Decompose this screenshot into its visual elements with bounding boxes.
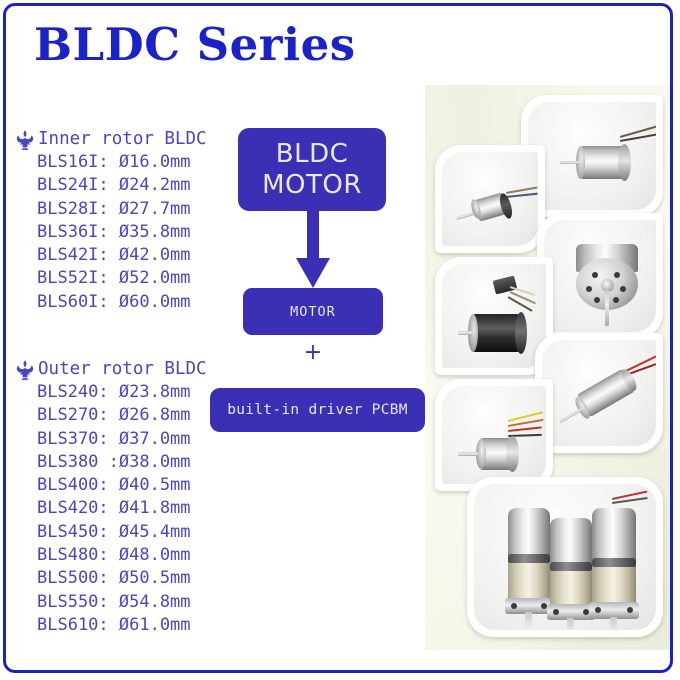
list-item: BLS240: Ø23.8mm — [37, 382, 191, 402]
list-item: BLS480: Ø48.0mm — [37, 545, 191, 566]
outer-rotor-heading-label: Outer rotor BLDC — [38, 359, 207, 379]
list-item: BLS380 :Ø38.0mm — [37, 451, 191, 472]
list-item: BLS16I: Ø16.0mm — [37, 152, 191, 172]
list-item: BLS60I: Ø60.0mm — [37, 291, 191, 312]
list-item: BLS500: Ø50.5mm — [37, 568, 191, 589]
bldc-motor-box-line1: BLDC — [275, 138, 349, 169]
bldc-motor-box-line2: MOTOR — [262, 169, 362, 200]
list-item: BLS550: Ø54.8mm — [37, 591, 191, 612]
motor-box-label: MOTOR — [290, 303, 336, 320]
product-flow-diagram: BLDC MOTOR MOTOR + built-in driver PCBM — [205, 128, 430, 438]
photo-card — [435, 379, 553, 491]
inner-rotor-heading: Inner rotor BLDC — [14, 128, 207, 151]
list-item: BLS420: Ø41.8mm — [37, 498, 191, 519]
photo-card — [435, 257, 553, 375]
three-planetary-gear-motors — [474, 484, 656, 630]
small-silver-coreless-motor — [442, 152, 538, 246]
list-item: BLS42I: Ø42.0mm — [37, 245, 191, 266]
list-item: BLS370: Ø37.0mm — [37, 428, 191, 449]
inner-rotor-list: BLS16I: Ø16.0mm BLS24I: Ø24.2mm BLS28I: … — [14, 151, 207, 314]
driver-pcbm-label: built-in driver PCBM — [227, 402, 408, 418]
fleur-de-lis-icon — [14, 359, 36, 381]
short-silver-motor-with-ribbon-wires — [442, 386, 546, 484]
list-item: BLS28I: Ø27.7mm — [37, 198, 191, 219]
photo-card — [435, 145, 545, 253]
list-item: BLS400: Ø40.5mm — [37, 475, 191, 496]
photo-card — [537, 213, 663, 339]
page-title: BLDC Series — [34, 18, 356, 71]
outer-rotor-section: Outer rotor BLDC BLS240: Ø23.8mm BLS270:… — [14, 358, 207, 637]
silver-outrunner-motor-face-view — [544, 220, 656, 332]
inner-rotor-section: Inner rotor BLDC BLS16I: Ø16.0mm BLS24I:… — [14, 128, 207, 314]
inner-rotor-heading-label: Inner rotor BLDC — [38, 129, 207, 149]
list-item: BLS24I: Ø24.2mm — [37, 175, 191, 196]
silver-inrunner-motor-with-wires — [528, 102, 656, 210]
motor-box: MOTOR — [243, 288, 383, 335]
photo-card — [535, 333, 663, 453]
list-item: BLS610: Ø61.0mm — [37, 614, 191, 635]
black-bldc-motor-with-connector — [442, 264, 546, 368]
list-item: BLS450: Ø45.4mm — [37, 521, 191, 542]
list-item: BLS36I: Ø35.8mm — [37, 221, 191, 242]
outer-rotor-heading: Outer rotor BLDC — [14, 358, 207, 381]
arrow-down-icon — [293, 210, 333, 290]
outer-rotor-list: BLS240: Ø23.8mm BLS270: Ø26.8mm BLS370: … — [14, 381, 207, 637]
plus-symbol: + — [303, 340, 323, 365]
product-photo-collage — [425, 85, 670, 650]
photo-card — [467, 477, 663, 637]
list-item: BLS52I: Ø52.0mm — [37, 268, 191, 289]
list-item: BLS270: Ø26.8mm — [37, 405, 191, 426]
slim-silver-motor-with-red-wire — [542, 340, 656, 446]
fleur-de-lis-icon — [14, 129, 36, 151]
driver-pcbm-box: built-in driver PCBM — [210, 388, 425, 432]
bldc-motor-box: BLDC MOTOR — [238, 128, 386, 211]
